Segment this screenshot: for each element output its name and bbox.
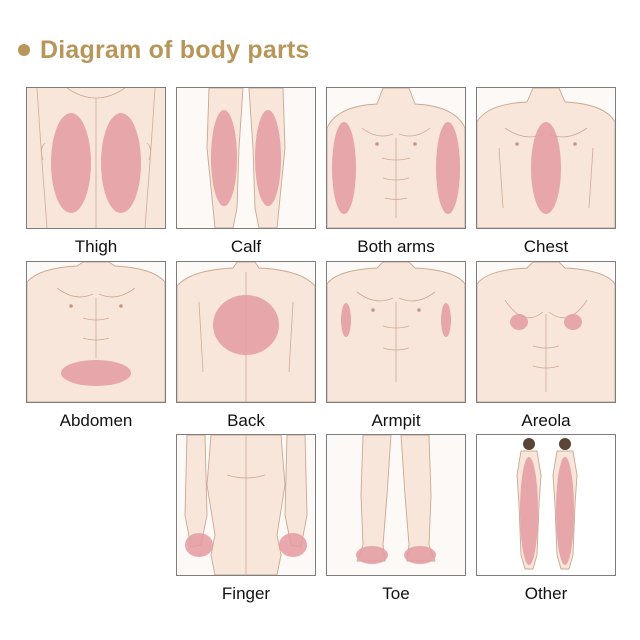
calf-illustration bbox=[176, 87, 316, 229]
page-title: Diagram of body parts bbox=[18, 30, 310, 70]
full-body-highlight-back bbox=[556, 457, 574, 565]
abdomen-illustration bbox=[26, 261, 166, 403]
armpit-highlight-left bbox=[341, 303, 351, 337]
body-part-chest: Chest bbox=[476, 87, 616, 258]
body-part-areola: Areola bbox=[476, 261, 616, 432]
finger-illustration bbox=[176, 434, 316, 576]
toe-illustration bbox=[326, 434, 466, 576]
part-label: Abdomen bbox=[59, 411, 133, 430]
body-part-armpit: Armpit bbox=[326, 261, 466, 432]
part-label: Finger bbox=[221, 584, 271, 603]
finger-highlight-left bbox=[185, 533, 213, 557]
part-label: Thigh bbox=[74, 237, 118, 256]
thigh-highlight-right bbox=[101, 113, 141, 213]
back-illustration bbox=[176, 261, 316, 403]
thigh-illustration bbox=[26, 87, 166, 229]
body-part-calf: Calf bbox=[176, 87, 316, 258]
chest-highlight bbox=[531, 122, 561, 214]
both-arms-illustration bbox=[326, 87, 466, 229]
areola-highlight-right bbox=[564, 314, 582, 330]
body-part-toe: Toe bbox=[326, 434, 466, 605]
areola-highlight-left bbox=[510, 314, 528, 330]
calf-highlight-left bbox=[211, 110, 237, 206]
body-part-other: Other bbox=[476, 434, 616, 605]
page-title-text: Diagram of body parts bbox=[40, 35, 310, 64]
full-body-highlight-front bbox=[520, 457, 538, 565]
bullet-icon bbox=[18, 44, 30, 56]
body-part-thigh: Thigh bbox=[26, 87, 166, 258]
part-label: Chest bbox=[523, 237, 569, 256]
part-label: Both arms bbox=[357, 237, 435, 256]
other-illustration bbox=[476, 434, 616, 576]
part-label: Areola bbox=[521, 411, 571, 430]
body-part-back: Back bbox=[176, 261, 316, 432]
part-label: Calf bbox=[230, 237, 262, 256]
arm-highlight-right bbox=[436, 122, 460, 214]
chest-illustration bbox=[476, 87, 616, 229]
toe-highlight-right bbox=[404, 546, 436, 564]
part-label: Back bbox=[227, 411, 265, 430]
armpit-highlight-right bbox=[441, 303, 451, 337]
armpit-illustration bbox=[326, 261, 466, 403]
part-label: Toe bbox=[382, 584, 410, 603]
part-label: Other bbox=[524, 584, 568, 603]
calf-highlight-right bbox=[255, 110, 281, 206]
areola-illustration bbox=[476, 261, 616, 403]
toe-highlight-left bbox=[356, 546, 388, 564]
finger-highlight-right bbox=[279, 533, 307, 557]
thigh-highlight-left bbox=[51, 113, 91, 213]
body-part-abdomen: Abdomen bbox=[26, 261, 166, 432]
part-label: Armpit bbox=[371, 411, 421, 430]
body-part-finger: Finger bbox=[176, 434, 316, 605]
abdomen-highlight bbox=[61, 360, 131, 386]
back-highlight bbox=[213, 295, 279, 355]
body-part-both-arms: Both arms bbox=[326, 87, 466, 258]
arm-highlight-left bbox=[332, 122, 356, 214]
